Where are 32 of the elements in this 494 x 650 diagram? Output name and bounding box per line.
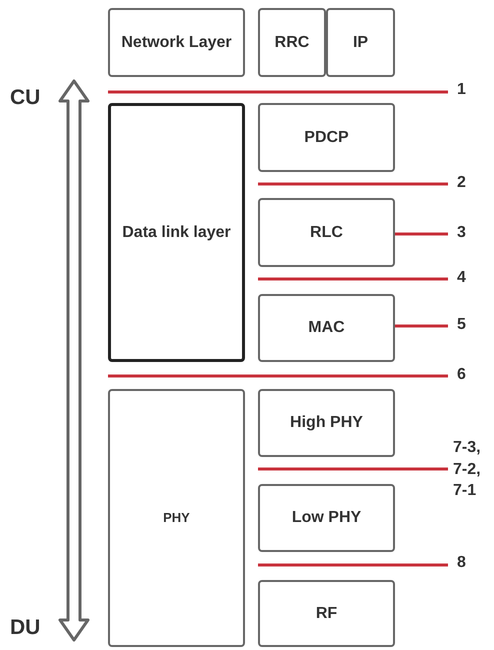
layer-box [258,198,395,267]
split-number: 6 [457,365,466,385]
split-number: 1 [457,80,466,100]
layer-name: Network Layer [121,32,232,52]
split-number: 2 [457,173,466,193]
layer-name: Data link layer [122,222,231,242]
layer-name: RRC [274,32,310,52]
layer-name: IP [352,32,368,52]
layer-name: High PHY [290,413,363,433]
split-number: 5 [457,315,466,335]
layer-box [326,8,395,77]
split-number: 7-3, 7-2, 7-1 [453,438,482,502]
unit-label: CU [10,85,40,111]
layer-box [108,389,245,647]
layer-box [108,8,245,77]
layer-name: RF [316,604,338,624]
layer-name: Low PHY [292,508,362,528]
layer-name: PDCP [304,128,349,148]
layer-box [258,294,395,362]
layer-name: PHY [163,509,190,528]
split-number: 3 [457,223,466,243]
layer-box [258,484,395,552]
split-number: 8 [457,553,466,573]
layer-box [108,103,245,362]
layer-box [258,580,395,647]
layer-box [258,103,395,172]
unit-label: DU [10,615,40,641]
split-number: 4 [457,268,466,288]
layer-name: MAC [308,318,345,338]
layer-box [258,8,326,77]
layer-name: RLC [310,222,343,242]
layer-box [258,389,395,457]
